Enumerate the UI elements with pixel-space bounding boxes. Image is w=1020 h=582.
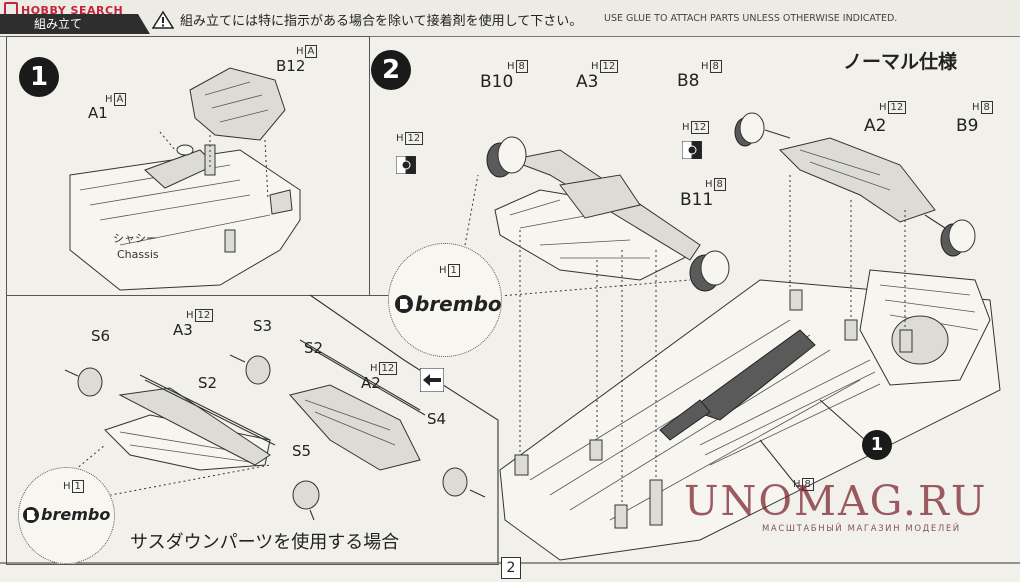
part-label-b8: B8	[677, 71, 700, 91]
part-label-s5: S5	[292, 442, 312, 460]
part-label-a3-susp: A3	[173, 321, 193, 339]
glue-notice-en: USE GLUE TO ATTACH PARTS UNLESS OTHERWIS…	[604, 13, 898, 24]
part-label-a2-susp: A2	[361, 374, 381, 392]
sus-down-caption: サスダウンパーツを使用する場合	[130, 532, 400, 553]
brembo-text: brembo	[41, 505, 111, 524]
part-label-s2-left: S2	[198, 374, 218, 392]
unomag-watermark: UNOMAG.RU	[684, 477, 988, 525]
unomag-watermark-subtitle: МАСШТАБНЫЙ МАГАЗИН МОДЕЛЕЙ	[762, 524, 961, 534]
part-label-b9: B9	[956, 116, 979, 136]
paint-swatch-icon	[396, 156, 416, 174]
part-label-a1: A1	[88, 104, 108, 122]
step2-guide-lines	[464, 174, 906, 505]
part-label-b11: B11	[680, 190, 714, 210]
suspension-frame	[6, 295, 499, 565]
part-label-b12: B12	[276, 57, 306, 75]
step2-chassis-drawing	[499, 269, 1001, 561]
chassis-label-en: Chassis	[117, 248, 159, 261]
front-subframe-drawing	[486, 136, 730, 292]
step1-number: 1	[19, 57, 59, 97]
rear-axle-drawing	[734, 112, 976, 257]
section-tab: 組み立て	[0, 14, 150, 34]
part-label-s3: S3	[253, 317, 273, 335]
part-label-s6: S6	[91, 327, 111, 345]
brembo-logo-icon	[395, 295, 413, 313]
brembo-text: brembo	[415, 292, 502, 316]
step2-number: 2	[371, 50, 411, 90]
part-label-s2-right: S2	[304, 339, 324, 357]
part-label-b10: B10	[480, 72, 514, 92]
glue-notice-jp: 組み立てには特に指示がある場合を除いて接着剤を使用して下さい。	[180, 14, 583, 29]
brembo-logo-icon	[23, 507, 39, 523]
part-label-a2: A2	[864, 116, 887, 136]
chassis-label-jp: シャシー	[113, 232, 157, 245]
paint-swatch-icon	[682, 141, 702, 159]
part-label-s4: S4	[427, 410, 447, 428]
direction-arrows-icon	[420, 368, 444, 392]
part-label-a3: A3	[576, 72, 599, 92]
page-number: 2	[501, 557, 521, 579]
callout-number: 1	[862, 430, 892, 460]
normal-spec-title: ノーマル仕様	[843, 51, 958, 73]
warning-icon	[152, 10, 174, 29]
step1-chassis-drawing	[69, 67, 301, 291]
suspension-drawing	[64, 339, 486, 521]
header-bar: HOBBY SEARCH 組み立て 組み立てには特に指示がある場合を除いて接着剤…	[0, 0, 1020, 37]
